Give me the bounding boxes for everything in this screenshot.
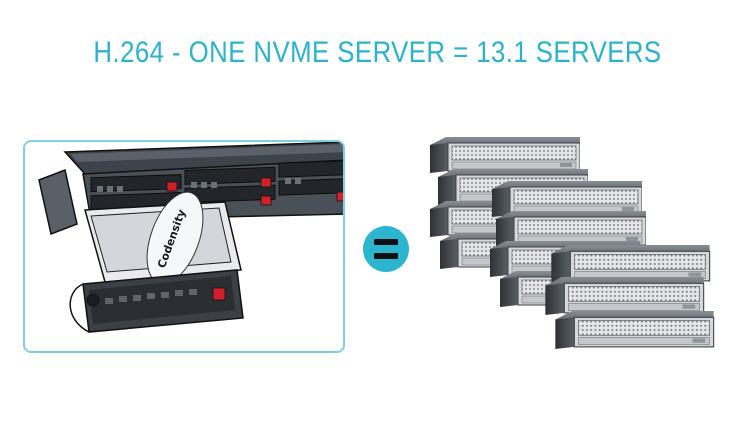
- nvme-server-drawing: Codensity: [38, 142, 343, 333]
- server-stack-drawing: [430, 137, 715, 349]
- equals-bar-bottom: [374, 253, 398, 259]
- equals-icon: [363, 226, 409, 272]
- nvme-server-illustration: Codensity: [23, 140, 345, 353]
- page-headline: H.264 - ONE NVME SERVER = 13.1 SERVERS: [93, 36, 662, 69]
- server-stack-illustration: [430, 125, 750, 359]
- equals-bar-top: [374, 239, 398, 245]
